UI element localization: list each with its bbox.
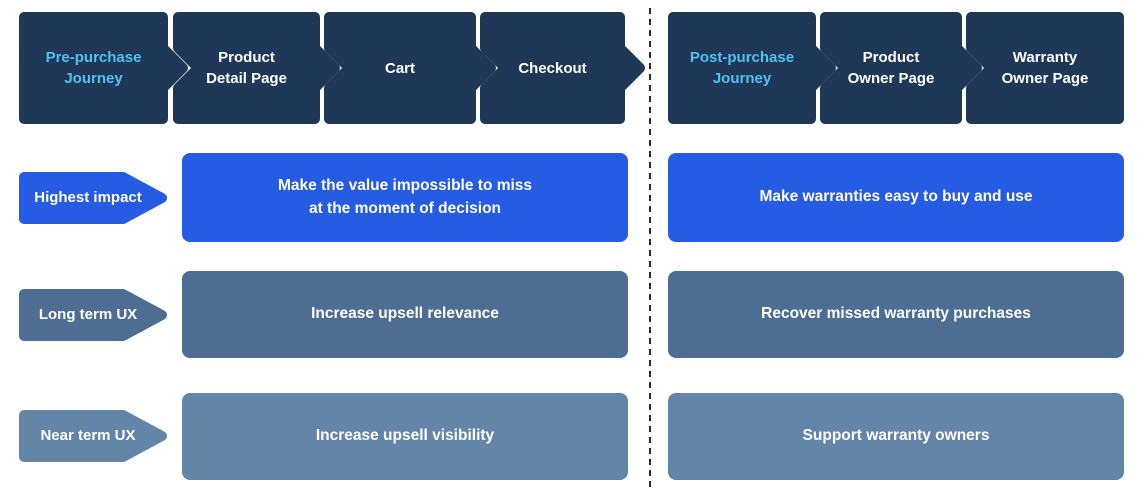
strategy-box-post-near-term-ux: Support warranty owners <box>668 393 1124 480</box>
journey-step-pre-purchase: Pre-purchase Journey <box>45 49 142 87</box>
priority-tag-long-term-ux: Long term UX <box>38 306 138 323</box>
strategy-box-pre-highest-impact: Make the value impossible to miss at the… <box>182 153 628 242</box>
priority-tag-near-term-ux: Near term UX <box>40 427 136 444</box>
journey-step-product-owner-page: Product Owner Page <box>847 49 935 87</box>
journey-step-post-purchase: Post-purchase Journey <box>689 49 795 87</box>
journey-step-product-detail-page: Product Detail Page <box>206 49 287 87</box>
strategy-box-pre-near-term-ux: Increase upsell visibility <box>182 393 628 480</box>
journey-divider <box>649 8 651 492</box>
strategy-box-pre-long-term-ux: Increase upsell relevance <box>182 271 628 358</box>
journey-step-warranty-owner-page: Warranty Owner Page <box>1001 49 1089 87</box>
journey-step-cart: Cart <box>384 59 415 77</box>
strategy-box-post-highest-impact: Make warranties easy to buy and use <box>668 153 1124 242</box>
strategy-box-post-long-term-ux: Recover missed warranty purchases <box>668 271 1124 358</box>
journey-step-checkout: Checkout <box>518 59 587 77</box>
priority-tag-highest-impact: Highest impact <box>34 189 142 206</box>
